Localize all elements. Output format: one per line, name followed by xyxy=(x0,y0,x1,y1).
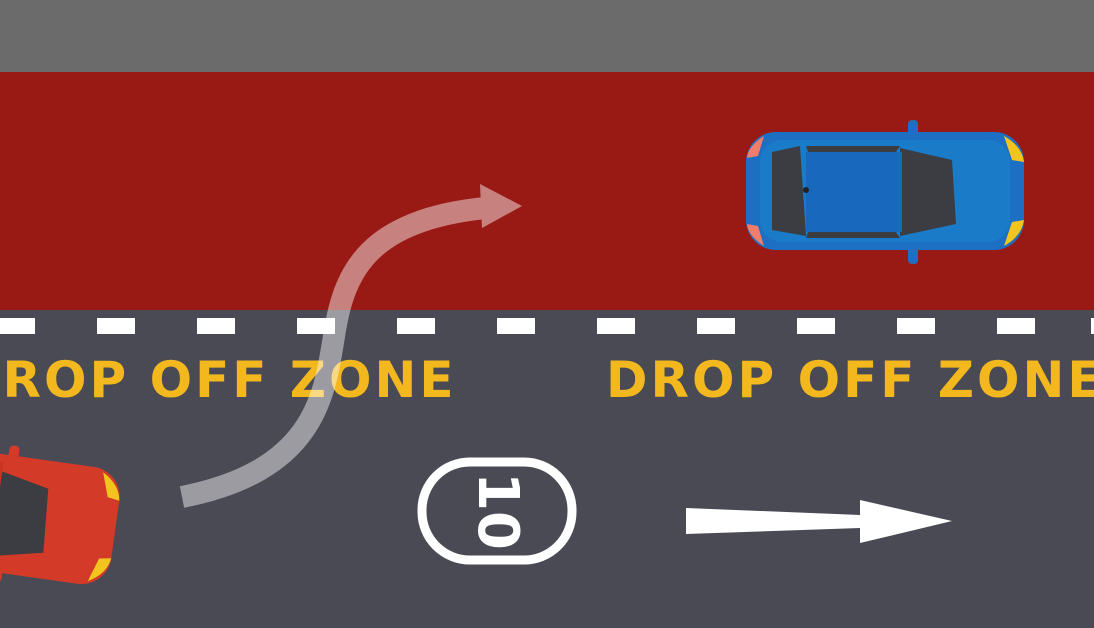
sidewalk xyxy=(0,0,1094,72)
speed-limit-marking: 10 xyxy=(417,457,577,565)
drop-off-zone-text-right: DROP OFF ZONE xyxy=(606,351,1094,409)
blue-car-icon xyxy=(746,120,1024,264)
merge-arrow-icon xyxy=(179,184,522,508)
drop-off-zone-text-left: DROP OFF ZONE xyxy=(0,351,457,409)
red-car-icon xyxy=(0,445,120,585)
lane-divider-line xyxy=(0,318,1094,334)
direction-arrow-icon xyxy=(686,500,952,543)
speed-limit-value: 10 xyxy=(465,472,530,550)
